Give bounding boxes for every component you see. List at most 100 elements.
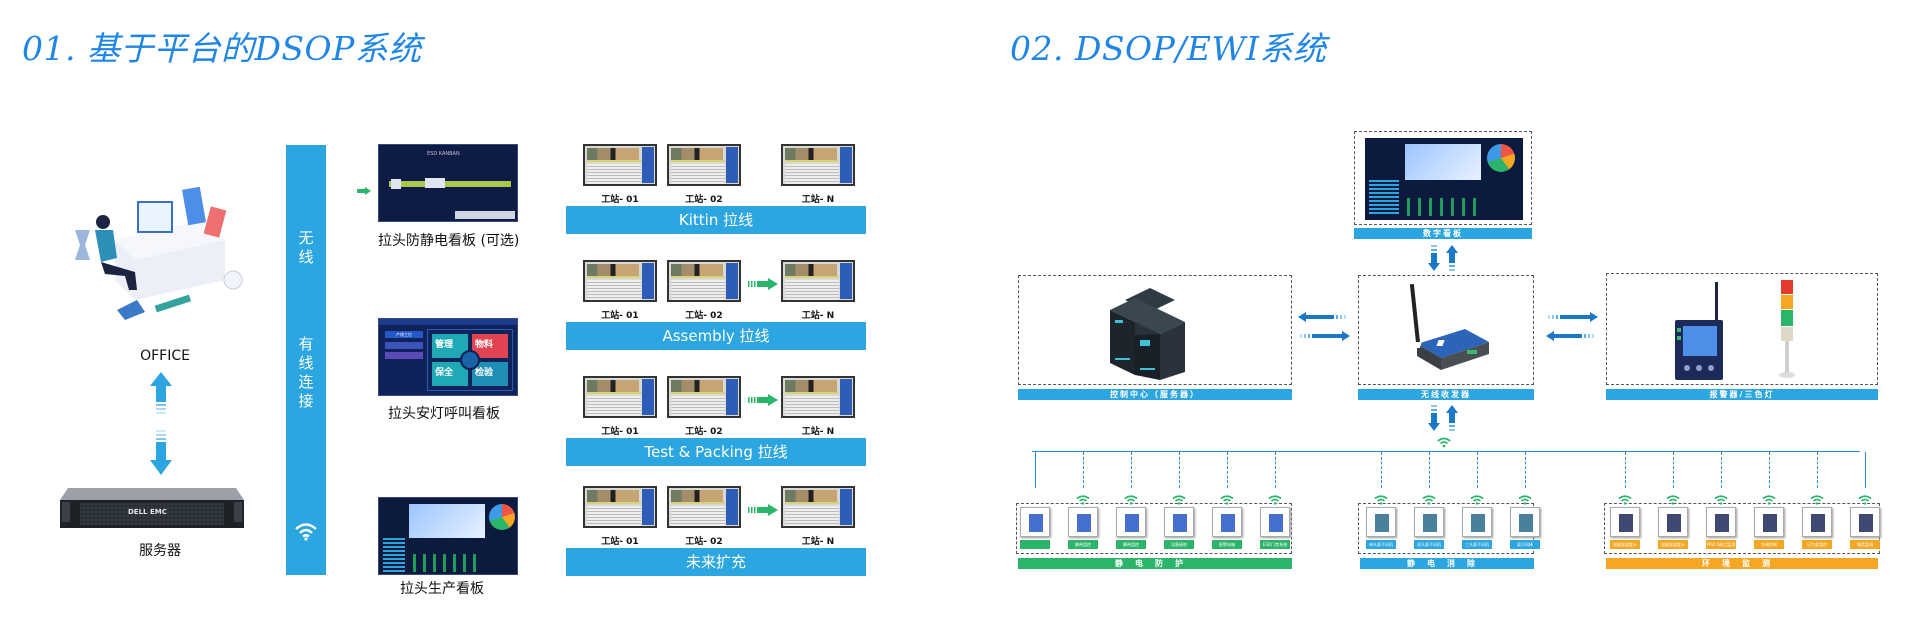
section-title-dsop-platform: 01. 基于平台的DSOP系统 [22,29,422,68]
wifi-icon [1810,490,1824,505]
esd-kanban-title: ESD KANBAN [427,151,460,157]
flow-arrow-icon [748,501,778,516]
device-category-bar: 静电消除 [1360,558,1534,569]
device-image[interactable] [1610,507,1640,537]
section-title-dsop-ewi: 02. DSOP/EWI系统 [1010,29,1327,68]
device-label: 双头离子风机 [1414,540,1444,549]
transceiver-label: 无线收发器 [1358,389,1534,400]
flow-arrow-icon [748,275,778,290]
station-screen[interactable] [583,260,657,302]
station-screen[interactable] [781,144,855,186]
wireless-transceiver-image [1403,283,1493,378]
station-screen[interactable] [583,486,657,528]
device-image[interactable] [1658,507,1688,537]
station-label: 工站- 01 [601,537,639,547]
digital-board-screen[interactable] [1365,138,1523,220]
connector-line [1769,452,1770,488]
server-rack-image [1105,280,1195,384]
device-label: ESD门禁系统 [1260,540,1290,549]
connector-line [1721,452,1722,488]
down-arrow-icon [150,430,172,479]
station-label: 工站- 02 [685,195,723,205]
device-image[interactable] [1260,507,1290,537]
alarm-box [1606,273,1878,385]
device-image[interactable] [1706,507,1736,537]
device-image[interactable] [1414,507,1444,537]
server-label: 服务器 [139,543,181,559]
station-label: 工站- 01 [601,311,639,321]
device-image[interactable] [1510,507,1540,537]
wifi-icon [295,523,317,545]
server-brand: DELL EMC [128,508,167,516]
control-transceiver-arrows-icon [1298,312,1350,346]
station-label: 工站- 02 [685,427,723,437]
tri-color-light-image [1777,280,1797,384]
device-image[interactable] [1850,507,1880,537]
transceiver-alarm-arrows-icon [1546,312,1598,346]
device-image[interactable] [1020,507,1050,537]
control-center-box [1018,275,1292,385]
station-screen[interactable] [781,486,855,528]
production-line-bar: Assembly 拉线 [566,322,866,350]
wifi-icon [1618,490,1632,505]
digital-board-label: 数字看板 [1354,228,1532,239]
station-label: 工站- 02 [685,311,723,321]
station-screen[interactable] [583,376,657,418]
station-screen[interactable] [781,260,855,302]
device-label: 报警电箱 [1212,540,1242,549]
connector-line [1525,452,1526,488]
arrow-to-esd-kanban-icon [357,180,371,199]
andon-kanban-label: 拉头安灯呼叫看板 [388,406,500,422]
device-label: 压力差监控 [1802,540,1832,549]
connector-line [1083,452,1084,488]
device-image[interactable] [1164,507,1194,537]
connector-line [1179,452,1180,488]
device-label: 噪音监测 [1850,540,1880,549]
production-line-bar: 未来扩充 [566,548,866,576]
production-line-bar: Test & Packing 拉线 [566,438,866,466]
wifi-icon [1762,490,1776,505]
transceiver-wifi-icon [1437,433,1451,452]
device-image[interactable] [1754,507,1784,537]
wired-label: 有线连接 [298,335,314,410]
device-image[interactable] [1068,507,1098,537]
wifi-icon [1714,490,1728,505]
connector-line [1131,452,1132,488]
station-screen[interactable] [667,486,741,528]
station-screen[interactable] [781,376,855,418]
station-label: 工站- 01 [601,195,639,205]
station-label: 工站- 02 [685,537,723,547]
andon-kanban-screen[interactable]: 产线工位 管理 物料 保全 检验 [378,318,518,396]
alarm-label: 报警器/三色灯 [1606,389,1878,400]
device-label: 设备接地 [1164,540,1194,549]
esd-kanban-screen[interactable]: ESD KANBAN [378,144,518,222]
up-arrow-icon [150,372,172,421]
device-image[interactable] [1462,507,1492,537]
wifi-icon [1374,490,1388,505]
flow-arrow-icon [748,391,778,406]
connection-bar: 无线 有线连接 [286,145,326,575]
station-screen[interactable] [667,144,741,186]
connector-line [1227,452,1228,488]
connector-line [1817,452,1818,488]
device-image[interactable] [1116,507,1146,537]
connector-line [1381,452,1382,488]
station-screen[interactable] [667,376,741,418]
device-image[interactable] [1802,507,1832,537]
device-category-bar: 静电防护 [1018,558,1292,569]
station-screen[interactable] [583,144,657,186]
device-label: PM2.5粉尘监测 [1706,540,1736,549]
bidirectional-arrow-icon [1428,245,1458,275]
wifi-icon [1858,490,1872,505]
device-image[interactable] [1212,507,1242,537]
station-screen[interactable] [667,260,741,302]
wireless-label: 无线 [298,229,314,266]
device-label: 单头离子风机 [1366,540,1396,549]
device-label: 腕带监控 [1068,540,1098,549]
device-image[interactable] [1366,507,1396,537]
production-kanban-screen[interactable] [378,497,518,575]
office-label: OFFICE [140,348,190,364]
station-label: 工站- N [801,195,835,205]
station-label: 工站- N [801,537,835,547]
device-label: 三头离子风机 [1462,540,1492,549]
